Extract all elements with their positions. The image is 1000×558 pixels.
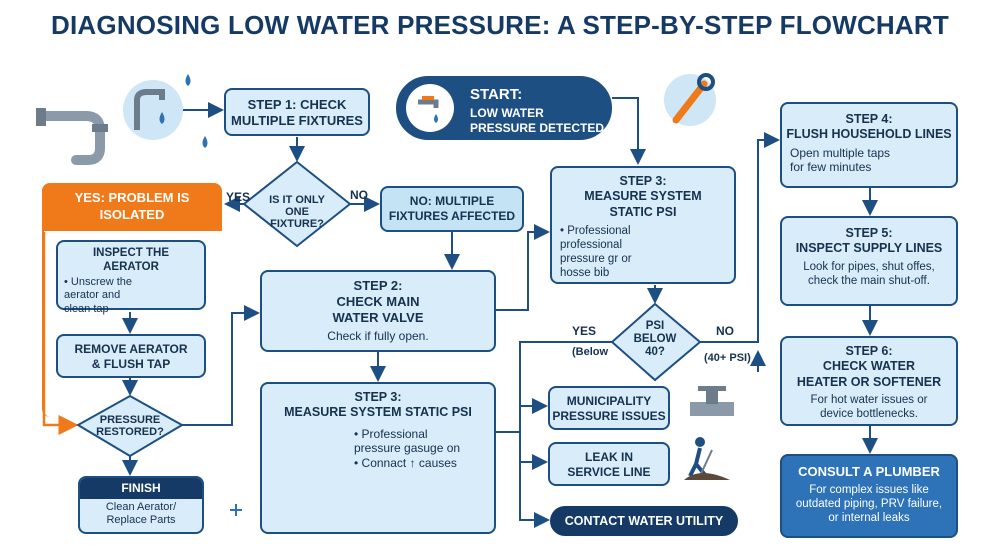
municipality-box: MUNICIPALITY PRESSURE ISSUES	[548, 386, 670, 430]
step6-body: For hot water issues or device bottlenec…	[810, 393, 928, 420]
consult-plumber-body: For complex issues like outdated piping,…	[795, 483, 943, 524]
yes-label-1: YES	[226, 190, 251, 204]
inspect-aerator-body: • Unscrew the aerator and clean tap	[64, 276, 133, 315]
step3-lower-body: • Professional pressure gasuge on • Conn…	[354, 426, 461, 470]
step4-body: Open multiple taps for few minutes	[790, 145, 891, 175]
finish-title: FINISH	[80, 478, 202, 499]
contact-utility-box: CONTACT WATER UTILITY	[550, 506, 738, 536]
step5-box: STEP 5: INSPECT SUPPLY LINES Look for pi…	[780, 216, 958, 306]
consult-plumber-box: CONSULT A PLUMBER For complex issues lik…	[780, 454, 958, 538]
step4-box: STEP 4: FLUSH HOUSEHOLD LINES Open multi…	[780, 102, 958, 188]
start-heading: START:	[470, 86, 523, 103]
step3-lower-box: STEP 3: MEASURE SYSTEM STATIC PSI • Prof…	[260, 382, 496, 534]
start-text: LOW WATER PRESSURE DETECTED	[470, 106, 605, 135]
above-label: (40+ PSI)	[704, 352, 751, 364]
pipe-icon	[36, 108, 108, 165]
worker-digging-icon	[684, 437, 730, 480]
yes-isolated-header: YES: PROBLEM IS ISOLATED	[42, 183, 222, 231]
step5-title: STEP 5: INSPECT SUPPLY LINES	[795, 226, 943, 256]
faucet-icon	[123, 80, 183, 140]
step6-box: STEP 6: CHECK WATER HEATER OR SOFTENER F…	[780, 336, 958, 426]
step1-box: STEP 1: CHECK MULTIPLE FIXTURES	[224, 88, 370, 136]
faucet-icon	[406, 84, 454, 132]
step3-lower-title: STEP 3: MEASURE SYSTEM STATIC PSI	[284, 390, 472, 420]
leak-box: LEAK IN SERVICE LINE	[548, 442, 670, 486]
yes-isolated-panel	[42, 183, 222, 417]
finish-box: FINISH Clean Aerator/ Replace Parts	[78, 476, 204, 534]
finish-body: Clean Aerator/ Replace Parts	[105, 500, 177, 527]
step3-upper-body: • Professional professional pressure gr …	[560, 224, 632, 279]
step3-upper-title: STEP 3: MEASURE SYSTEM STATIC PSI	[584, 174, 702, 219]
page-title: DIAGNOSING LOW WATER PRESSURE: A STEP-BY…	[51, 10, 949, 40]
remove-aerator-box: REMOVE AERATOR & FLUSH TAP	[56, 334, 206, 378]
sparkle-icon	[230, 504, 242, 516]
consult-plumber-title: CONSULT A PLUMBER	[798, 464, 940, 479]
step2-body: Check if fully open.	[327, 328, 429, 343]
inspect-aerator-box: INSPECT THE AERATOR • Unscrew the aerato…	[56, 240, 206, 315]
decision-one-fixture-label: IS IT ONLY ONE FIXTURE?	[269, 194, 325, 230]
step4-title: STEP 4: FLUSH HOUSEHOLD LINES	[786, 112, 952, 142]
step3-upper-box: STEP 3: MEASURE SYSTEM STATIC PSI • Prof…	[550, 166, 736, 284]
no-label-psi: NO	[716, 324, 734, 338]
below-label: (Below	[572, 346, 609, 358]
decision-restored-label: PRESSURE RESTORED?	[96, 414, 164, 438]
inspect-aerator-title: INSPECT THE AERATOR	[92, 247, 170, 274]
start-node: START: LOW WATER PRESSURE DETECTED	[396, 76, 612, 140]
step6-title: STEP 6: CHECK WATER HEATER OR SOFTENER	[796, 344, 942, 389]
no-multiple-box: NO: MULTIPLE FIXTURES AFFECTED	[380, 186, 524, 232]
wrench-icon	[664, 73, 716, 126]
valve-icon	[690, 386, 734, 416]
step2-box: STEP 2: CHECK MAIN WATER VALVE Check if …	[260, 270, 496, 352]
step2-title: STEP 2: CHECK MAIN WATER VALVE	[332, 278, 424, 325]
yes-label-psi: YES	[572, 324, 597, 338]
decision-psi-label: PSI BELOW 40?	[633, 320, 677, 359]
no-label-1: NO	[350, 188, 368, 202]
step5-body: Look for pipes, shut offes, check the ma…	[803, 260, 935, 287]
